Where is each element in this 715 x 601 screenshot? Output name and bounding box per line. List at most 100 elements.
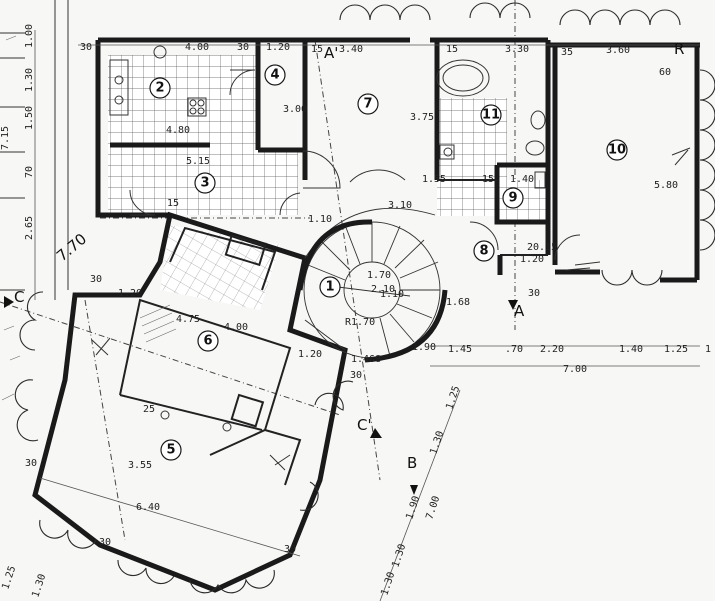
- room-number-circle: [194, 172, 216, 194]
- inner-dims-label: 25: [143, 404, 155, 415]
- inner-dims-label: 1.20: [520, 254, 544, 265]
- inner-dims-label: 4.75: [176, 314, 200, 325]
- top-dims-label: 15: [311, 44, 323, 55]
- bottom-dims-label: 1.40: [619, 344, 643, 355]
- inner-dims-label: 1.55: [422, 174, 446, 185]
- room-number-circle: [473, 240, 495, 262]
- inner-dims-label: 30: [284, 544, 296, 555]
- inner-dims-label: 60: [659, 67, 671, 78]
- room-number-text: 6: [203, 334, 212, 349]
- room-number-text: 7: [363, 97, 372, 112]
- inner-dims-label: 30: [528, 288, 540, 299]
- fixtures: [91, 45, 691, 471]
- inner-dims-label: 3.55: [128, 460, 152, 471]
- room-labels: 1 2 3 4 5 6 7 8 9 10 11: [149, 64, 628, 461]
- inner-dims-label: 30: [25, 458, 37, 469]
- room-number-circle: [264, 64, 286, 86]
- spiral-stair: [297, 207, 448, 363]
- section-arrows: [4, 296, 518, 495]
- section-marker-label: A: [514, 302, 525, 320]
- room-number-circle: [149, 77, 171, 99]
- left-dims-label: 1.30: [24, 68, 35, 92]
- plantings: [14, 2, 715, 594]
- room-number-8: 8: [473, 240, 495, 262]
- top-dims-label: 3.40: [339, 44, 363, 55]
- room-number-text: 5: [166, 443, 175, 458]
- top-dims-label: 3.30: [505, 44, 529, 55]
- room-number-4: 4: [264, 64, 286, 86]
- room-number-circle: [502, 187, 524, 209]
- room-number-text: 10: [608, 143, 626, 158]
- inner-dims-label: 15: [482, 174, 494, 185]
- inner-dims-label: 1.40: [510, 174, 534, 185]
- section-marker-label: R: [674, 40, 684, 58]
- room-number-text: 11: [482, 108, 500, 123]
- inner-dims-label: 3.10: [388, 200, 412, 211]
- inner-dims-label: 1.90: [412, 342, 436, 353]
- bottom-dims-label: 2.20: [540, 344, 564, 355]
- room-number-text: 1: [325, 280, 334, 295]
- left-dims-label: 7.15: [0, 126, 11, 150]
- inner-dims-label: 1.70: [367, 270, 391, 281]
- section-marker-label: C: [14, 288, 24, 306]
- room-number-text: 4: [270, 68, 279, 83]
- room-number-text: 2: [155, 81, 164, 96]
- room-number-7: 7: [357, 93, 379, 115]
- room-number-5: 5: [160, 439, 182, 461]
- left-dims-label: 70: [24, 166, 35, 178]
- room-number-1: 1: [319, 276, 341, 298]
- inner-dims-label: 4.00: [224, 322, 248, 333]
- dimension-lines: [34, 30, 700, 601]
- inner-dims-label: 2.10: [371, 284, 395, 295]
- room-number-10: 10: [606, 139, 628, 161]
- room-number-circle: [197, 330, 219, 352]
- bottom-dims-label: 1: [705, 344, 711, 355]
- inner-dims-label: 15: [167, 198, 179, 209]
- room-number-circle: [160, 439, 182, 461]
- tiled-floors: [108, 55, 547, 310]
- left-dims-label: 1.00: [24, 24, 35, 48]
- top-dims-label: 1.20: [266, 42, 290, 53]
- inner-dims-label: 1.20: [118, 288, 142, 299]
- top-dims-label: 15: [446, 44, 458, 55]
- door-swings: [129, 69, 581, 261]
- top-dims-label: 3.60: [606, 45, 630, 56]
- room-number-circle: [357, 93, 379, 115]
- inner-dims-label: 1.10: [308, 214, 332, 225]
- inner-dims-label: 5.80: [654, 180, 678, 191]
- bottom-dims-label: .70: [505, 344, 523, 355]
- room-number-3: 3: [194, 172, 216, 194]
- bottom-dims-label: 1.45: [448, 344, 472, 355]
- room-number-2: 2: [149, 77, 171, 99]
- top-dims-label: 30: [80, 42, 92, 53]
- inner-dims-label: 5.15: [186, 156, 210, 167]
- bottom-dims-label: 1.25: [664, 344, 688, 355]
- exterior-walls: [95, 37, 700, 283]
- bottom-dims-label: 7.00: [563, 364, 587, 375]
- section-markers: CC'AA'RB: [14, 40, 684, 472]
- section-marker-label: C': [357, 416, 372, 434]
- inner-dims-label: 1.68: [446, 297, 470, 308]
- axis-lines: [0, 0, 516, 541]
- inner-dims-label: 1.20: [298, 349, 322, 360]
- room-number-11: 11: [480, 104, 502, 126]
- section-marker-label: B: [407, 454, 417, 472]
- inner-dims-label: 30: [350, 370, 362, 381]
- inner-dims-label: 1.10: [380, 289, 404, 300]
- top-dims-label: 4.00: [185, 42, 209, 53]
- living-block-walls: [32, 211, 348, 593]
- inner-dims-label: 30: [90, 274, 102, 285]
- inner-dims-label: 20.15: [527, 242, 557, 253]
- room-number-9: 9: [502, 187, 524, 209]
- room-number-text: 9: [508, 191, 517, 206]
- room-number-text: 3: [200, 176, 209, 191]
- room-number-6: 6: [197, 330, 219, 352]
- scan-smudges: [1, 35, 177, 401]
- room-number-text: 8: [479, 244, 488, 259]
- inner-dims-label: 6.40: [136, 502, 160, 513]
- inner-dims-label: R1.70: [345, 317, 375, 328]
- inner-dims-label: 4.80: [166, 125, 190, 136]
- inner-dims-label: 30: [99, 537, 111, 548]
